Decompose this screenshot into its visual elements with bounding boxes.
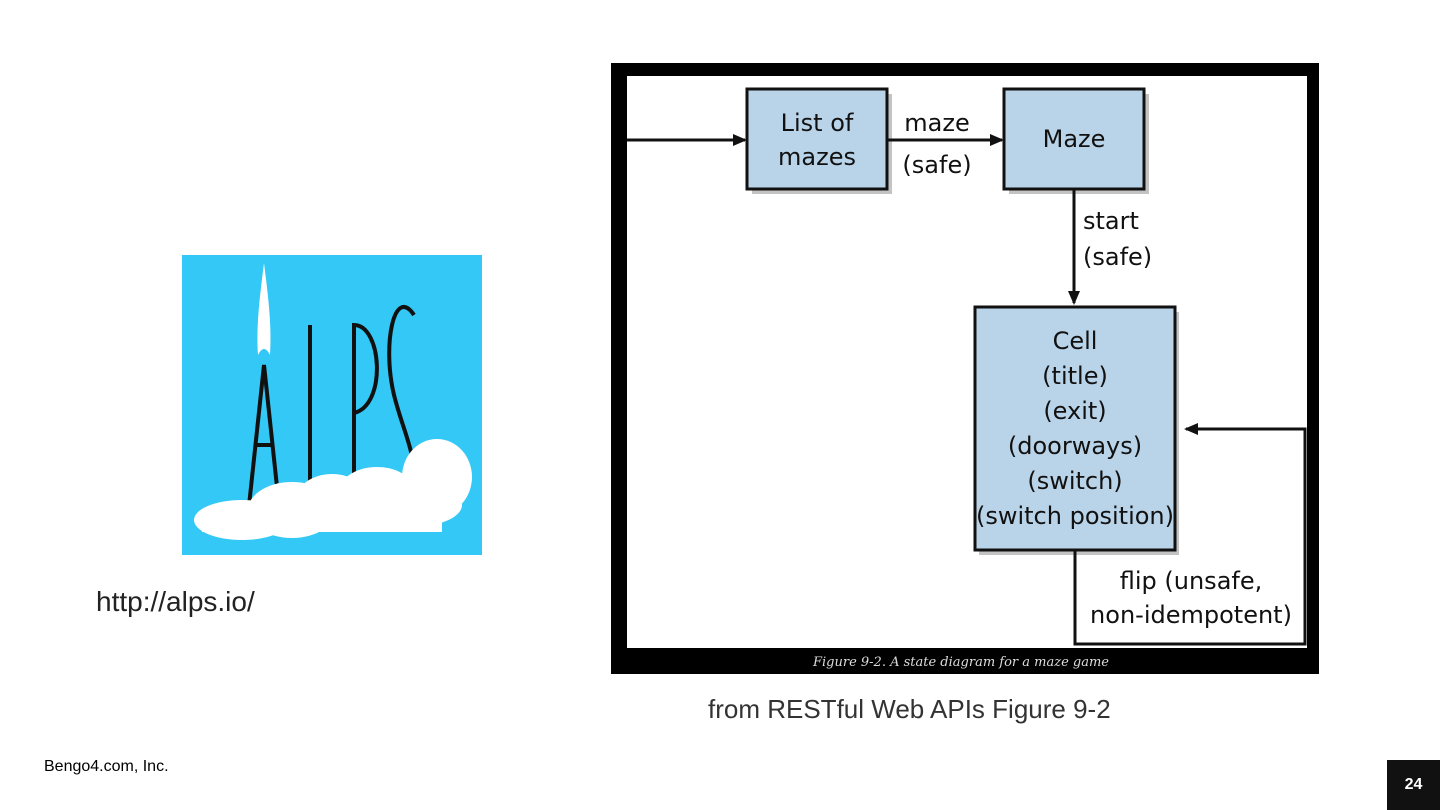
logo-letter-a — [246, 364, 282, 516]
state-list-line-2: mazes — [778, 143, 856, 171]
logo-clouds — [194, 439, 472, 540]
alps-logo — [182, 255, 482, 555]
page-number: 24 — [1387, 760, 1440, 810]
transition-flip-arrow — [1073, 423, 1307, 646]
state-maze-label: Maze — [1043, 125, 1106, 153]
rocket-flame — [257, 263, 271, 355]
state-list-line-1: List of — [781, 109, 854, 137]
transition-start-label: start — [1083, 207, 1139, 235]
state-cell-line-4: (doorways) — [1008, 432, 1142, 460]
alps-url-link[interactable]: http://alps.io/ — [96, 586, 255, 617]
state-cell: Cell (title) (exit) (doorways) (switch) … — [973, 305, 1177, 552]
figure-caption: Figure 9-2. A state diagram for a maze g… — [812, 655, 1109, 670]
state-diagram-figure: List of mazes maze (safe) Maze start (sa… — [611, 63, 1319, 674]
state-maze: Maze — [1002, 87, 1146, 191]
state-cell-line-5: (switch) — [1027, 467, 1122, 495]
state-cell-line-1: Cell — [1053, 327, 1098, 355]
figure-canvas — [627, 76, 1307, 648]
state-list-of-mazes: List of mazes — [745, 87, 889, 191]
logo-letter-p — [352, 322, 379, 510]
source-caption: from RESTful Web APIs Figure 9-2 — [708, 694, 1111, 724]
state-cell-line-6: (switch position) — [976, 502, 1174, 530]
footer-company: Bengo4.com, Inc. — [44, 758, 169, 775]
transition-flip-sublabel: non-idempotent) — [1090, 601, 1292, 629]
state-cell-line-3: (exit) — [1043, 397, 1106, 425]
state-cell-line-2: (title) — [1042, 362, 1108, 390]
transition-start-sublabel: (safe) — [1083, 243, 1152, 271]
transition-maze-sublabel: (safe) — [902, 151, 971, 179]
transition-maze-label: maze — [904, 109, 969, 137]
transition-flip-label: flip (unsafe, — [1120, 567, 1263, 595]
